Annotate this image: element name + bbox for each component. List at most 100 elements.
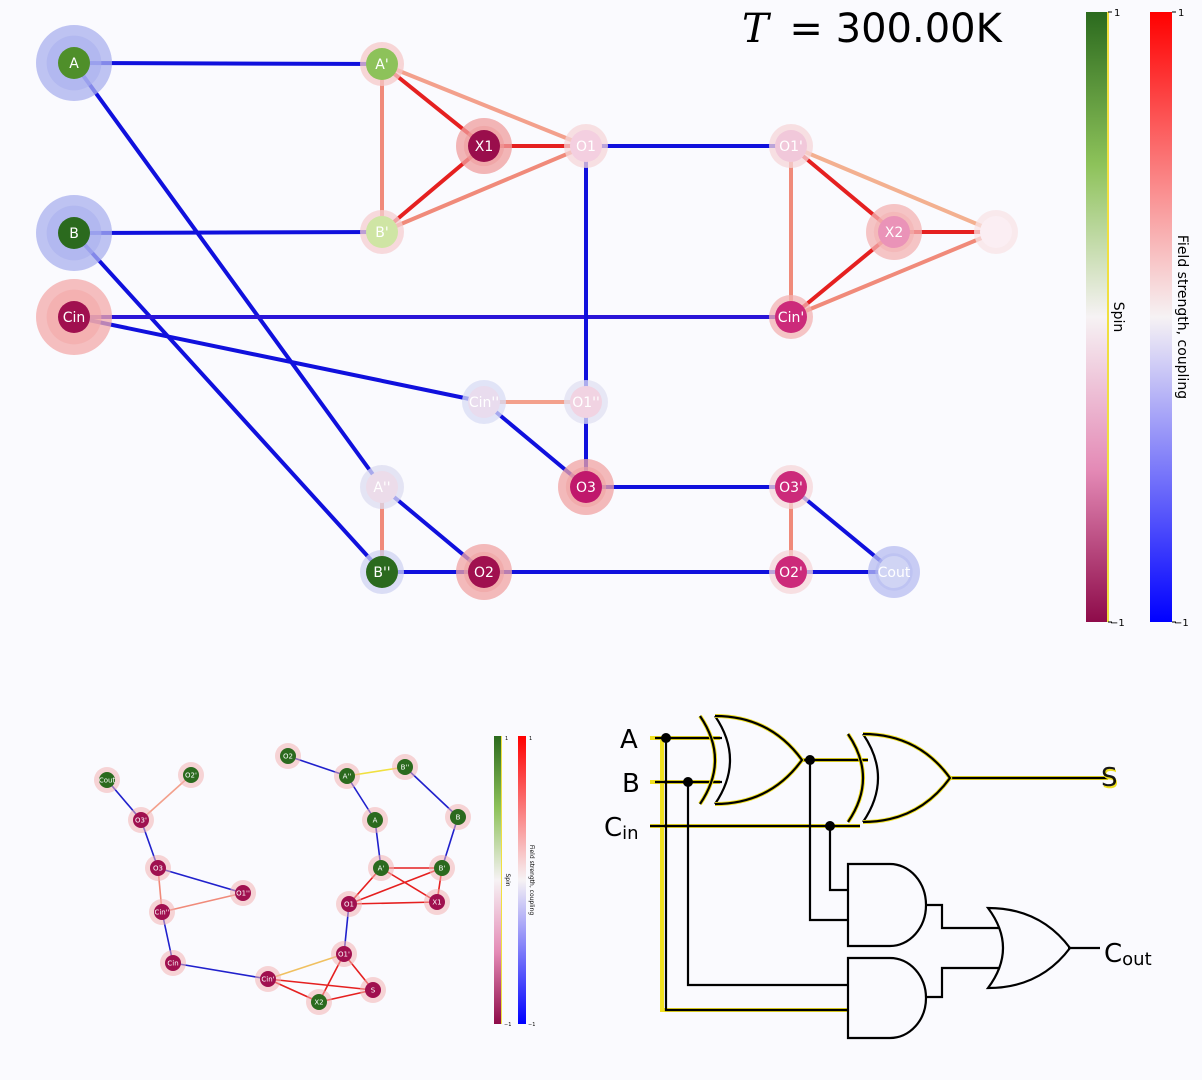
node-label: O3' <box>779 480 803 496</box>
node-Cout: Cout <box>868 546 920 598</box>
node-disc <box>58 301 90 333</box>
spin-colorbar-label: Spin <box>1110 302 1126 333</box>
wire-a-branch <box>664 738 848 1012</box>
wire-and2-out <box>926 966 1000 999</box>
mini-node-disc <box>450 809 466 825</box>
mini-node-B: B <box>445 804 471 830</box>
node-label: X1 <box>475 139 494 155</box>
mini-node-label: B' <box>439 865 446 873</box>
mini-node-disc <box>280 748 296 764</box>
node-disc <box>775 556 807 588</box>
xor-gate-2 <box>846 732 953 824</box>
wire-xor1-branch <box>808 760 848 922</box>
mini-spin-colorbar-label: Spin <box>504 873 511 886</box>
node-disc <box>366 471 398 503</box>
edge-Cin-Cinpp <box>73 315 485 404</box>
node-disc <box>58 47 90 79</box>
mini-field-colorbar-label: Field strength, coupling <box>528 845 535 916</box>
mini-node-label: O2 <box>283 753 293 761</box>
node-S <box>974 210 1018 254</box>
mini-node-Cin: Cin <box>160 950 186 976</box>
spin-colorbar-max: 1 <box>1114 8 1120 19</box>
mini-node-disc <box>99 772 115 788</box>
junction-dots <box>661 733 835 831</box>
node-disc <box>570 471 602 503</box>
full-adder-circuit: A B Cin S S Cout <box>604 714 1152 1040</box>
mini-field-colorbar: 1 −1 Field strength, coupling <box>518 736 535 1028</box>
node-disc <box>366 216 398 248</box>
field-colorbar-min: −1 <box>1174 618 1189 629</box>
mini-edge-O1-X1 <box>348 901 438 905</box>
mini-node-O2p: O2' <box>178 762 204 788</box>
mini-node-label: X2 <box>314 999 323 1007</box>
mini-spin-colorbar-max: 1 <box>505 736 508 742</box>
node-A: A <box>36 25 112 101</box>
mini-node-disc <box>235 885 251 901</box>
mini-node-Cinp: Cin' <box>255 966 281 992</box>
node-Ap: A' <box>360 42 404 86</box>
mini-node-disc <box>311 994 327 1010</box>
field-colorbar-gradient <box>1150 12 1172 622</box>
mini-node-O1: O1 <box>336 891 362 917</box>
mini-node-disc <box>367 812 383 828</box>
mini-node-S: S <box>360 977 386 1003</box>
mini-field-colorbar-gradient <box>518 736 526 1024</box>
mini-node-label: O1' <box>338 951 350 959</box>
mini-node-disc <box>133 812 149 828</box>
circuit-wires <box>650 736 1110 1012</box>
mini-node-O1pp: O1'' <box>230 880 256 906</box>
node-X2: X2 <box>866 204 922 260</box>
node-disc <box>775 471 807 503</box>
mini-node-disc <box>154 904 170 920</box>
output-cout-label: Cout <box>1104 939 1152 970</box>
node-label: O2 <box>474 565 494 581</box>
edge-B-Bp <box>73 230 383 235</box>
node-O2: O2 <box>456 544 512 600</box>
mini-node-label: O3' <box>135 817 147 825</box>
mini-spin-colorbar-gradient <box>494 736 502 1024</box>
mini-field-colorbar-max: 1 <box>529 736 532 742</box>
temperature-equals: = <box>777 6 836 52</box>
mini-node-Bpp: B'' <box>392 754 418 780</box>
mini-node-O3p: O3' <box>128 807 154 833</box>
mini-node-label: X1 <box>432 899 441 907</box>
mini-field-colorbar-min: −1 <box>528 1022 535 1028</box>
mini-node-label: Cin <box>167 960 178 968</box>
node-label: O2' <box>779 565 803 581</box>
field-colorbar: 1 −1 Field strength, coupling <box>1150 8 1190 629</box>
mini-node-Bp: B' <box>429 855 455 881</box>
node-label: A' <box>375 57 388 73</box>
node-disc <box>58 217 90 249</box>
mini-node-label: Cin' <box>261 976 274 984</box>
mini-node-label: B'' <box>401 764 410 772</box>
node-disc <box>366 556 398 588</box>
node-disc <box>570 130 602 162</box>
mini-node-label: B <box>456 814 461 822</box>
mini-node-O3: O3 <box>145 855 171 881</box>
node-disc <box>775 301 807 333</box>
mini-node-disc <box>365 982 381 998</box>
field-colorbar-label: Field strength, coupling <box>1174 235 1190 399</box>
node-O3p: O3' <box>769 465 813 509</box>
node-Bpp: B'' <box>360 550 404 594</box>
node-App: A'' <box>360 465 404 509</box>
input-a-label: A <box>620 725 638 755</box>
mini-node-disc <box>434 860 450 876</box>
node-label: O1' <box>779 139 803 155</box>
node-label: A <box>69 56 79 72</box>
edge-O1p-S <box>790 144 997 234</box>
mini-node-label: A <box>373 817 378 825</box>
node-Cin: Cin <box>36 279 112 355</box>
node-O1pp: O1'' <box>564 380 608 424</box>
mini-spin-colorbar: 1 −1 Spin <box>494 736 511 1028</box>
mini-node-O2: O2 <box>275 743 301 769</box>
node-label: A'' <box>373 480 390 496</box>
mini-node-label: Cin'' <box>154 909 169 917</box>
mini-edge-O1-Bp <box>348 867 443 905</box>
mini-node-disc <box>336 946 352 962</box>
field-colorbar-max: 1 <box>1178 8 1184 19</box>
mini-node-X2: X2 <box>306 989 332 1015</box>
